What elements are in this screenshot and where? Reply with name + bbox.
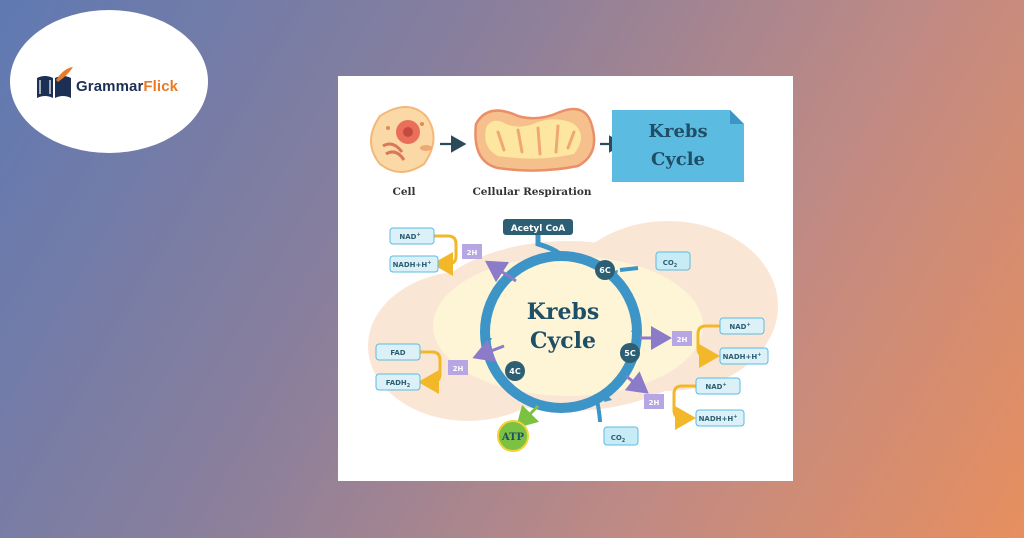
node-4c-label: 4C [509,367,521,376]
h-right-top-label: 2H [677,336,688,344]
nad-right-top-label: NAD+ [729,322,750,331]
co2-bottom-subscript: 2 [622,438,626,444]
node-4c [505,361,525,381]
krebs-cycle-title-box: Krebs Cycle [612,110,744,182]
fadh2-box [375,373,421,391]
h-left-bottom-label: 2H [453,365,464,373]
arrow-fad-to-fadh2 [418,350,442,394]
atp-badge [497,420,529,452]
atp-label: ATP [501,432,525,443]
arrow-nad-to-nadh-right-bottom [672,384,696,430]
arrow-to-co2-top [619,266,639,272]
h-right-bottom-box [644,394,664,409]
nadh-left-box [389,255,439,273]
co2-top-box [655,251,691,271]
arrow-to-2h-left-bottom [472,339,505,362]
nadh-right-top-text: NADH+H [723,353,758,361]
nadh-right-top-label: NADH+H+ [723,352,762,361]
co2-bottom-label: CO2 [611,434,626,444]
co2-bottom-text: CO [611,434,622,442]
logo-text-flick: Flick [143,78,179,95]
fad-label: FAD [390,349,405,357]
nad-right-bottom-superscript: + [722,382,726,388]
co2-bottom-box [603,426,639,446]
cell-label: Cell [392,186,415,198]
node-6c [595,260,615,280]
nadh-left-text: NADH+H [393,261,428,269]
arrow-to-2h-right-bottom [624,371,649,394]
cellular-respiration-label: Cellular Respiration [472,186,591,198]
fadh2-label: FADH2 [386,379,411,389]
nad-right-top-box [719,317,765,335]
cycle-center-line1: Krebs [527,299,599,325]
h-left-bottom-box [448,360,468,375]
arrow-nad-to-nadh-right-top [696,324,720,368]
nadh-left-superscript: + [427,260,431,266]
acetyl-coa-box [503,219,573,235]
logo-text: GrammarFlick [76,78,178,95]
h-right-bottom-label: 2H [649,399,660,407]
nad-right-bottom-label: NAD+ [705,382,726,391]
nad-right-top-superscript: + [746,322,750,328]
h-left-top-box [462,244,482,259]
nadh-right-top-box [719,347,769,365]
logo-text-grammar: Grammar [76,78,144,95]
nadh-right-bottom-label: NADH+H+ [699,414,738,423]
krebs-cycle-diagram: Cell Cellular Respiration Krebs Cycle Ac… [368,106,778,452]
co2-top-text: CO [663,259,674,267]
h-right-top-box [672,331,692,346]
nad-left-box [389,227,435,245]
acetyl-coa-label: Acetyl CoA [511,224,566,234]
co2-top-label: CO2 [663,259,678,269]
cell-illustration [370,106,435,173]
mitochondrion-illustration [474,107,596,172]
nadh-right-bottom-text: NADH+H [699,415,734,423]
cycle-center-line2: Cycle [530,328,596,354]
title-box-line2: Cycle [651,149,705,170]
h-left-top-label: 2H [467,249,478,257]
node-5c [620,343,640,363]
book-quill-icon [37,67,73,98]
arrow-to-co2-bottom [594,393,602,423]
nad-left-superscript: + [416,232,420,238]
arrow-to-atp [515,404,540,429]
krebs-cycle-diagram-card: Cell Cellular Respiration Krebs Cycle Ac… [338,76,793,481]
node-5c-label: 5C [624,349,636,358]
fad-box [375,343,421,361]
nadh-right-top-superscript: + [757,352,761,358]
fadh2-text: FADH [386,379,407,387]
nadh-right-bottom-box [695,409,745,427]
logo-badge[interactable]: GrammarFlick [10,10,208,153]
nad-left-label: NAD+ [399,232,420,241]
nadh-right-bottom-superscript: + [733,414,737,420]
arrow-to-2h-left-top [484,260,517,283]
nad-right-top-text: NAD [729,323,746,331]
node-6c-label: 6C [599,266,611,275]
nad-left-text: NAD [399,233,416,241]
nad-right-bottom-box [695,377,741,395]
fadh2-subscript: 2 [407,383,411,389]
arrow-nad-to-nadh-left [432,234,458,276]
co2-top-subscript: 2 [674,263,678,269]
title-box-line1: Krebs [648,121,707,142]
nad-right-bottom-text: NAD [705,383,722,391]
nadh-left-label: NADH+H+ [393,260,432,269]
